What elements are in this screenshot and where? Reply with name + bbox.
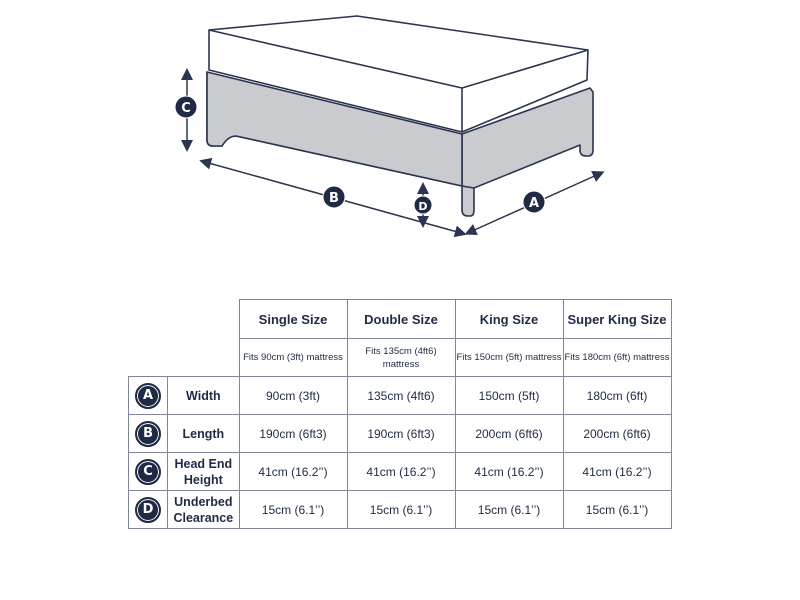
mattress bbox=[208, 15, 589, 133]
table-cell: 15cm (6.1’’) bbox=[454, 490, 564, 529]
size-header-row: Single Size Double Size King Size Super … bbox=[128, 299, 672, 377]
svg-text:A: A bbox=[529, 196, 539, 211]
table-cell: 15cm (6.1’’) bbox=[238, 490, 348, 529]
marker-b-badge: B bbox=[322, 185, 346, 209]
table-cell: 135cm (4ft6) bbox=[346, 376, 456, 415]
divan-base bbox=[206, 71, 594, 217]
marker-c-badge: C bbox=[174, 95, 198, 119]
row-label-length: Length bbox=[167, 414, 240, 453]
table-cell: 41cm (16.2’’) bbox=[346, 452, 456, 491]
marker-d-icon: D bbox=[135, 496, 162, 523]
fits-king: Fits 150cm (5ft) mattress bbox=[454, 338, 564, 377]
table-row: D Underbed Clearance 15cm (6.1’’) 15cm (… bbox=[127, 490, 672, 529]
table-cell: 150cm (5ft) bbox=[454, 376, 564, 415]
table-cell: 180cm (6ft) bbox=[562, 376, 672, 415]
svg-text:C: C bbox=[181, 101, 191, 116]
table-cell: 200cm (6ft6) bbox=[562, 414, 672, 453]
table-cell: 41cm (16.2’’) bbox=[238, 452, 348, 491]
marker-d-badge: D bbox=[413, 195, 433, 215]
svg-text:D: D bbox=[418, 200, 427, 213]
row-label-head-end-height: Head End Height bbox=[167, 452, 240, 491]
table-cell: 15cm (6.1’’) bbox=[346, 490, 456, 529]
row-label-width: Width bbox=[167, 376, 240, 415]
table-row: C Head End Height 41cm (16.2’’) 41cm (16… bbox=[127, 452, 672, 491]
svg-text:B: B bbox=[329, 191, 339, 206]
table-cell: 15cm (6.1’’) bbox=[562, 490, 672, 529]
table-row: B Length 190cm (6ft3) 190cm (6ft3) 200cm… bbox=[127, 414, 672, 453]
marker-a-badge: A bbox=[522, 190, 546, 214]
table-cell: 90cm (3ft) bbox=[238, 376, 348, 415]
fits-double: Fits 135cm (4ft6) mattress bbox=[346, 338, 456, 377]
marker-b-icon: B bbox=[135, 420, 162, 447]
table-corner bbox=[128, 299, 240, 377]
col-header-double: Double Size bbox=[346, 299, 456, 339]
col-header-single: Single Size bbox=[238, 299, 348, 339]
table-cell: 190cm (6ft3) bbox=[346, 414, 456, 453]
col-header-super-king: Super King Size bbox=[562, 299, 672, 339]
bed-dimension-diagram: C B D A bbox=[174, 15, 605, 238]
fits-super-king: Fits 180cm (6ft) mattress bbox=[562, 338, 672, 377]
table-cell: 200cm (6ft6) bbox=[454, 414, 564, 453]
col-header-king: King Size bbox=[454, 299, 564, 339]
table-cell: 41cm (16.2’’) bbox=[454, 452, 564, 491]
marker-c-icon: C bbox=[135, 458, 162, 485]
table-cell: 190cm (6ft3) bbox=[238, 414, 348, 453]
fits-row: Fits 90cm (3ft) mattress Fits 135cm (4ft… bbox=[129, 338, 672, 377]
table-cell: 41cm (16.2’’) bbox=[562, 452, 672, 491]
marker-a-icon: A bbox=[135, 382, 162, 409]
table-row: A Width 90cm (3ft) 135cm (4ft6) 150cm (5… bbox=[127, 376, 672, 415]
size-table: Single Size Double Size King Size Super … bbox=[127, 299, 672, 529]
row-label-underbed-clearance: Underbed Clearance bbox=[167, 490, 240, 529]
fits-single: Fits 90cm (3ft) mattress bbox=[238, 338, 348, 377]
